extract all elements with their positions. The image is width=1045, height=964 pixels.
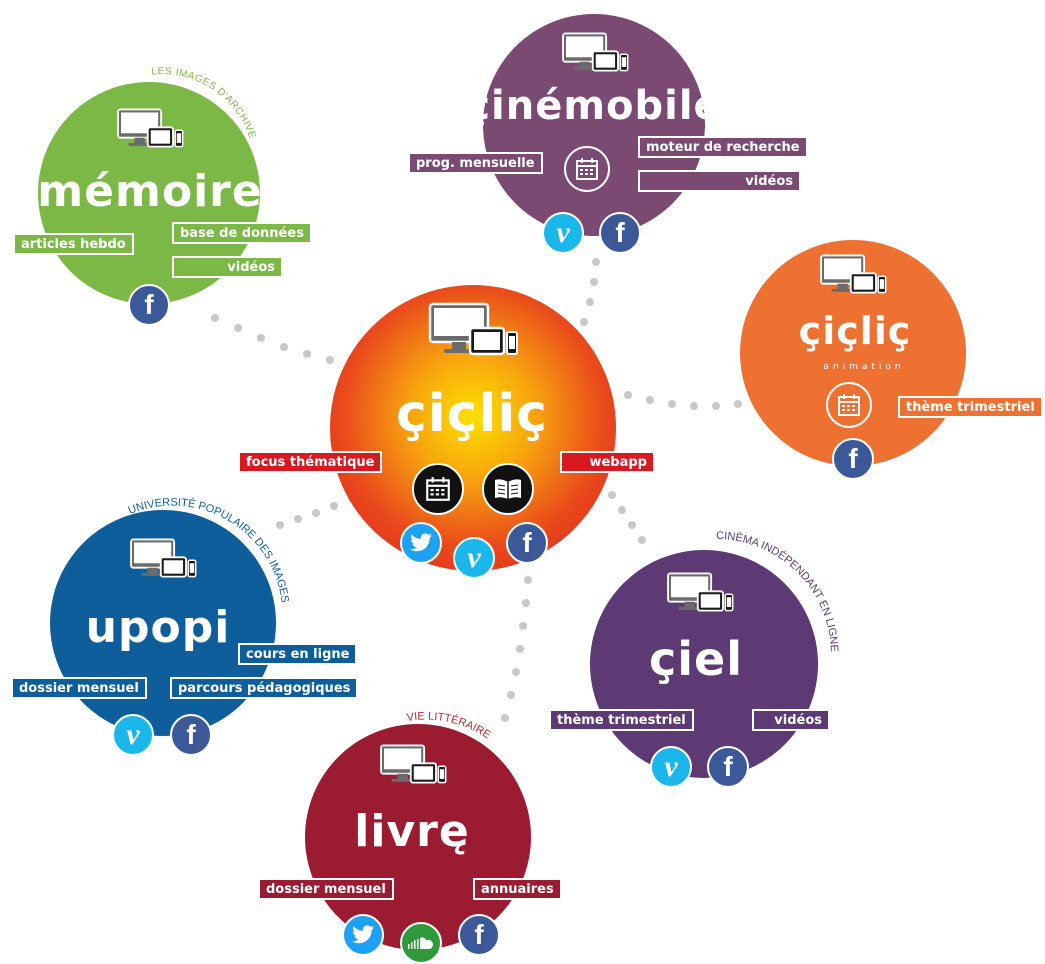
upopi-vimeo-icon[interactable]: v bbox=[112, 714, 154, 756]
memoire-tag-articles[interactable]: articles hebdo bbox=[13, 233, 134, 255]
ciel-tag-videos[interactable]: vidéos bbox=[752, 709, 830, 731]
livre-logo: livrę bbox=[354, 806, 470, 857]
ciclic-center-logo: çiçliç bbox=[396, 384, 548, 444]
upopi-tag-parcours[interactable]: parcours pédagogiques bbox=[170, 677, 359, 699]
livre-soundcloud-icon[interactable] bbox=[400, 922, 442, 964]
cinemobile-calendar-icon[interactable] bbox=[564, 146, 610, 192]
center-twitter-icon[interactable] bbox=[400, 522, 442, 564]
devices-icon bbox=[379, 744, 447, 784]
dotted-connectors bbox=[211, 258, 742, 722]
animation-sublogo: animation bbox=[823, 362, 905, 372]
devices-icon bbox=[561, 32, 629, 72]
cinemobile-tag-videos[interactable]: vidéos bbox=[638, 170, 801, 192]
center-tag-focus[interactable]: focus thématique bbox=[238, 451, 383, 473]
upopi-logo: upopi bbox=[85, 602, 231, 653]
ciel-vimeo-icon[interactable]: v bbox=[650, 746, 692, 788]
upopi-facebook-icon[interactable]: f bbox=[170, 714, 212, 756]
center-calendar-icon[interactable] bbox=[412, 463, 464, 515]
devices-icon bbox=[819, 254, 887, 294]
ciel-facebook-icon[interactable]: f bbox=[707, 746, 749, 788]
ciel-logo: çiel bbox=[648, 632, 744, 686]
center-vimeo-icon[interactable]: v bbox=[453, 537, 495, 579]
cinemobile-facebook-icon[interactable]: f bbox=[599, 212, 641, 254]
memoire-tag-videos[interactable]: vidéos bbox=[172, 256, 283, 278]
memoire-logo: mémoire bbox=[37, 166, 263, 217]
center-facebook-icon[interactable]: f bbox=[506, 522, 548, 564]
devices-icon bbox=[116, 108, 184, 148]
cinemobile-logo: çinémobile bbox=[466, 83, 722, 129]
livre-tag-dossier[interactable]: dossier mensuel bbox=[258, 878, 394, 900]
cinemobile-tag-prog[interactable]: prog. mensuelle bbox=[408, 152, 543, 174]
animation-logo: çiçliç bbox=[798, 309, 912, 353]
memoire-tag-base[interactable]: base de données bbox=[172, 222, 312, 244]
devices-icon bbox=[666, 572, 734, 612]
livre-twitter-icon[interactable] bbox=[342, 914, 384, 956]
animation-tag-theme[interactable]: thème trimestriel bbox=[898, 396, 1043, 418]
center-book-icon[interactable] bbox=[482, 463, 534, 515]
devices-icon bbox=[129, 538, 197, 578]
center-tag-webapp[interactable]: webapp bbox=[560, 451, 655, 473]
livre-facebook-icon[interactable]: f bbox=[458, 914, 500, 956]
livre-tag-annuaires[interactable]: annuaires bbox=[473, 878, 562, 900]
ciel-tag-theme[interactable]: thème trimestriel bbox=[549, 709, 694, 731]
cinemobile-vimeo-icon[interactable]: v bbox=[542, 212, 584, 254]
devices-icon bbox=[428, 302, 519, 356]
upopi-tag-dossier[interactable]: dossier mensuel bbox=[11, 677, 147, 699]
cinemobile-tag-moteur[interactable]: moteur de recherche bbox=[638, 136, 808, 158]
animation-facebook-icon[interactable]: f bbox=[832, 438, 874, 480]
upopi-tag-cours[interactable]: cours en ligne bbox=[238, 643, 358, 665]
animation-calendar-icon[interactable] bbox=[826, 382, 872, 428]
memoire-facebook-icon[interactable]: f bbox=[128, 284, 170, 326]
